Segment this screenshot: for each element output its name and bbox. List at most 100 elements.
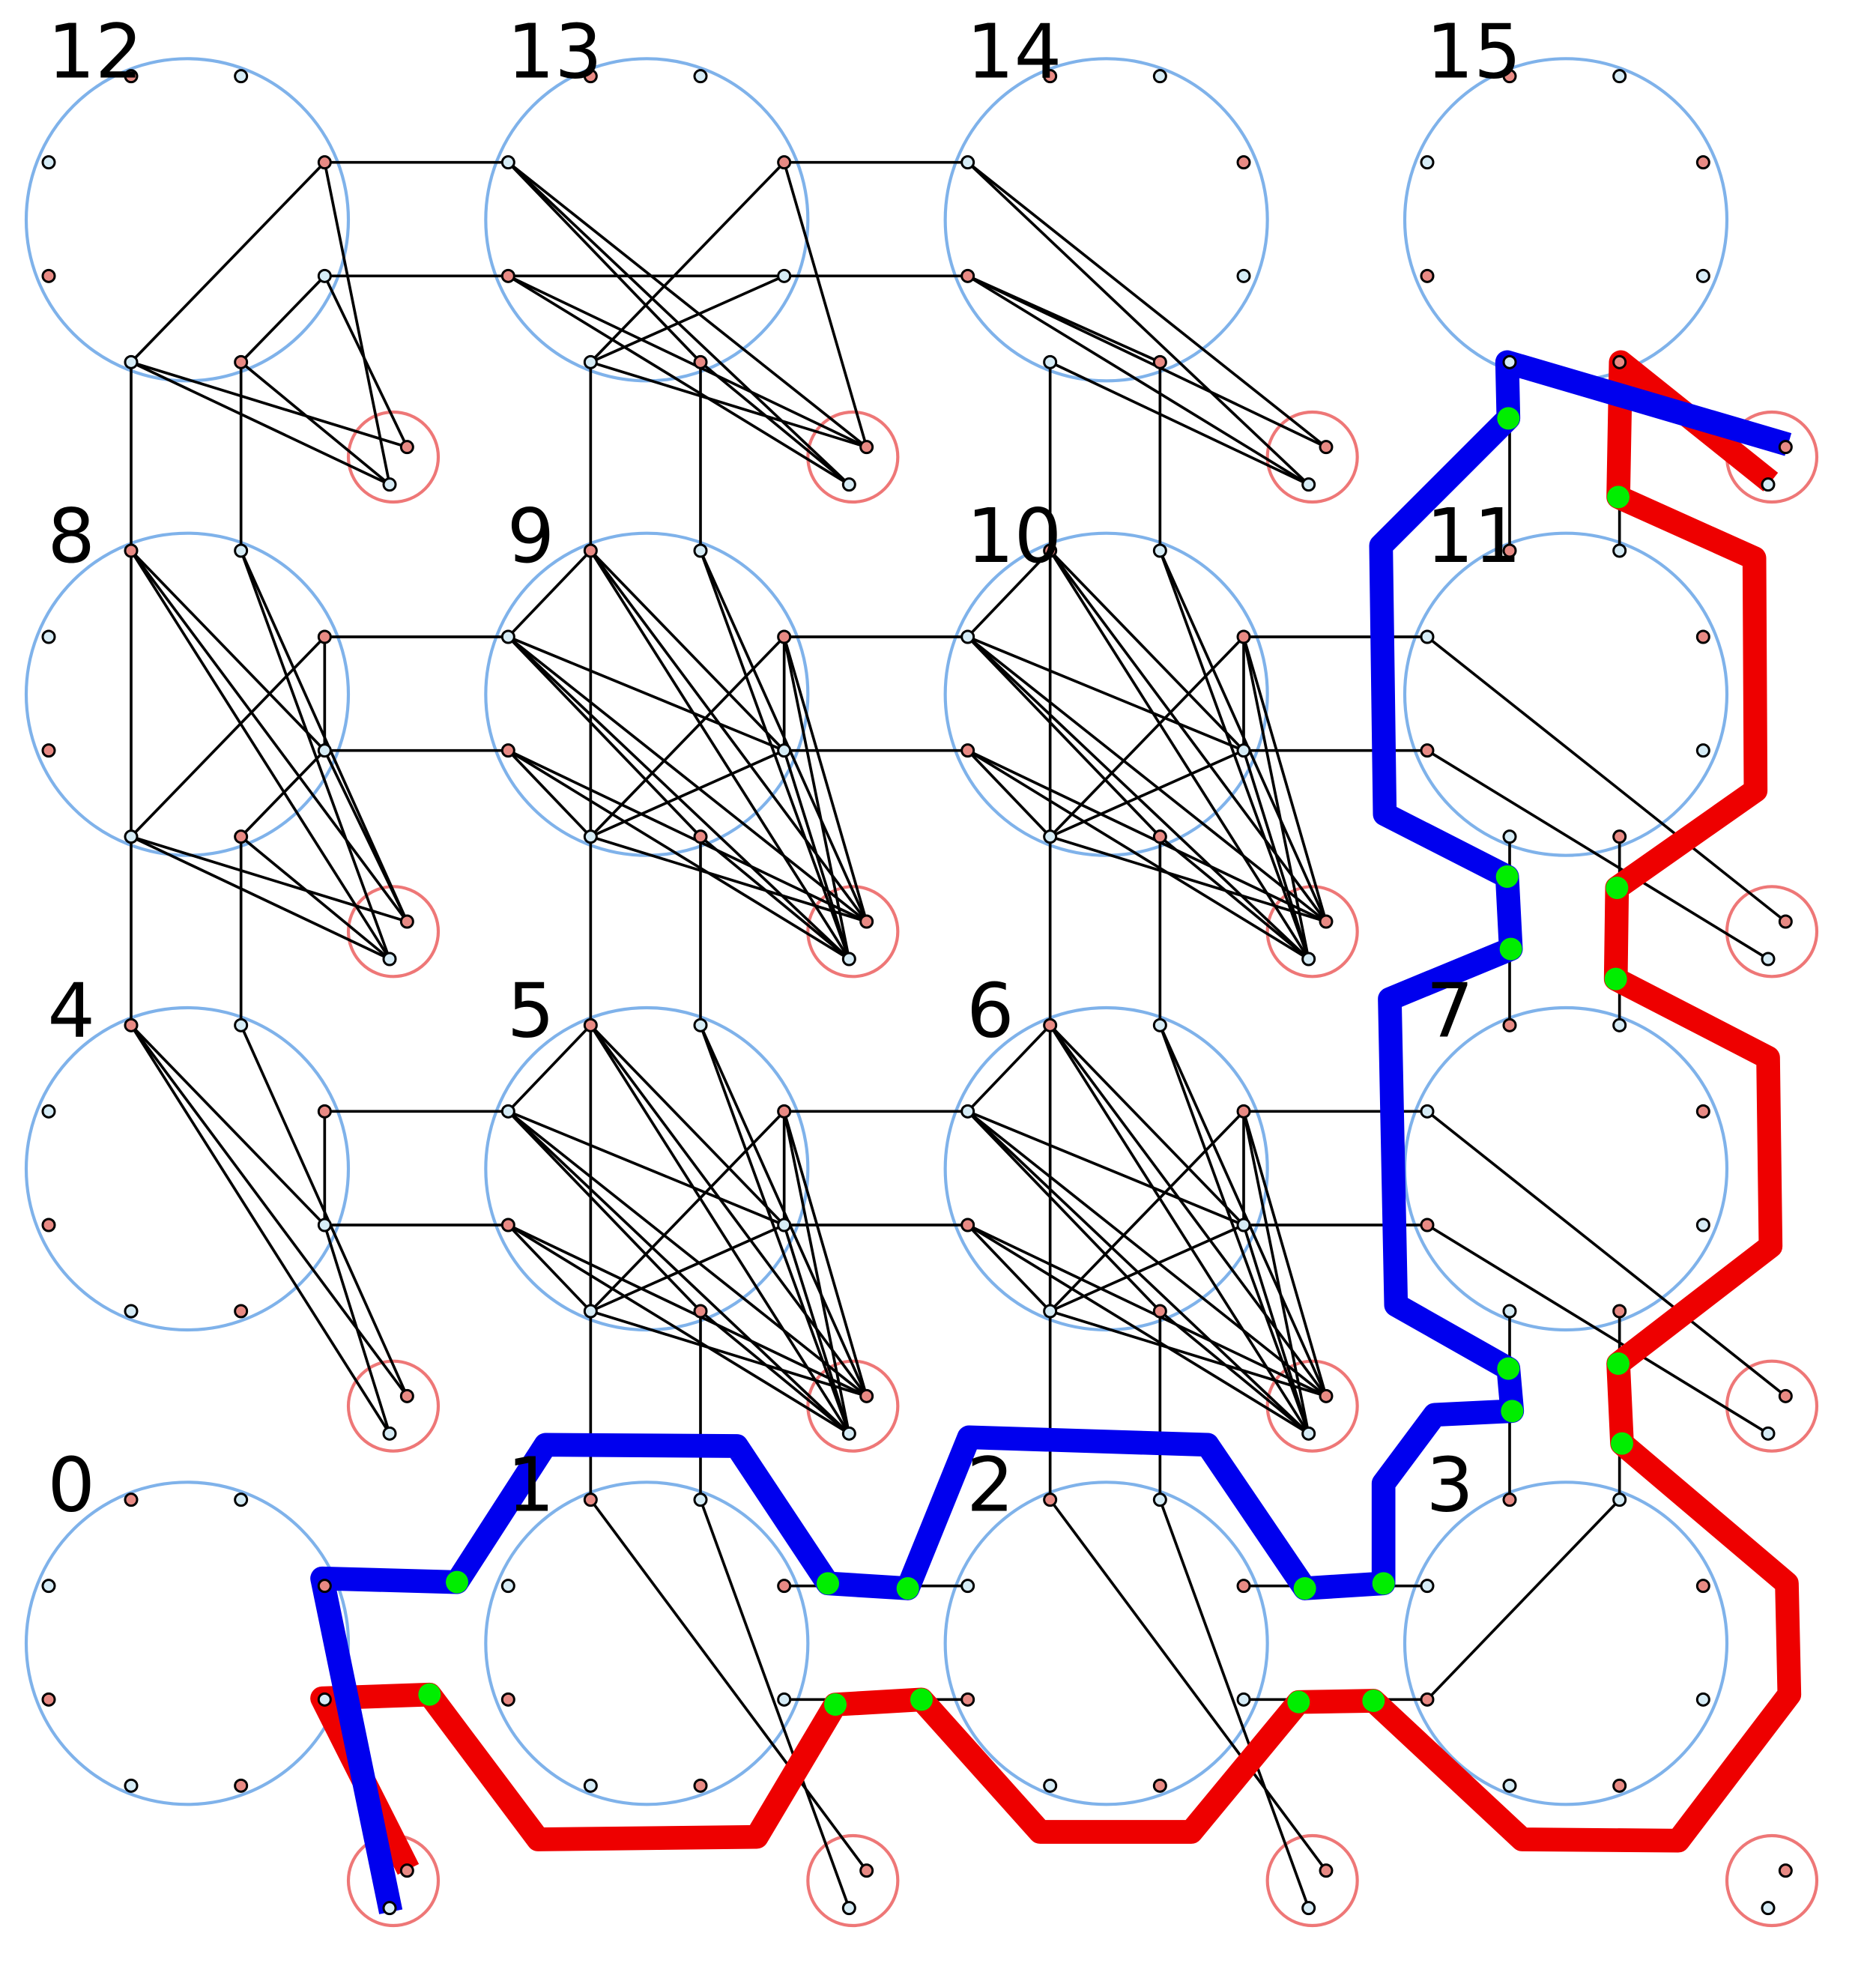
node-blue: [1612, 69, 1627, 84]
edge: [589, 549, 868, 923]
node-red: [1420, 1692, 1435, 1707]
edge: [590, 748, 785, 838]
node-blue: [1152, 1492, 1167, 1507]
path-junction: [1606, 877, 1629, 899]
edge: [1049, 1024, 1245, 1227]
node-red: [1612, 829, 1627, 844]
node-red: [583, 1017, 598, 1032]
node-blue: [841, 1901, 856, 1916]
edge: [130, 161, 326, 363]
node-red: [777, 155, 792, 170]
node-blue: [124, 1778, 139, 1793]
edge: [966, 635, 1328, 923]
edge: [507, 274, 868, 449]
node-red: [1502, 543, 1517, 558]
node-red: [399, 1863, 414, 1878]
edge: [590, 1310, 868, 1398]
edge: [782, 1110, 868, 1397]
edge: [782, 636, 868, 922]
node-red: [859, 1863, 874, 1878]
node-red: [1236, 155, 1251, 170]
cell-label-14: 14: [966, 7, 1062, 95]
node-red: [1612, 1778, 1627, 1793]
bundle-circle-7: [1725, 1359, 1819, 1453]
path-junction: [1501, 1400, 1524, 1423]
edge: [966, 1110, 1244, 1227]
edge: [590, 1110, 785, 1313]
edge: [130, 635, 326, 838]
node-blue: [1236, 743, 1251, 758]
cell-circle-2: [943, 1481, 1269, 1806]
path-junction: [1607, 486, 1630, 509]
node-red: [1695, 1104, 1710, 1119]
edge: [782, 162, 868, 448]
path-junction: [824, 1693, 847, 1716]
edge: [130, 360, 408, 449]
edge: [966, 274, 1327, 449]
edge: [782, 1110, 851, 1434]
edge: [507, 1024, 592, 1113]
node-red: [1420, 1218, 1435, 1233]
edge: [966, 274, 1310, 486]
bundle-circle-14: [1265, 410, 1359, 504]
node-red: [1420, 268, 1435, 283]
node-blue: [500, 1579, 515, 1594]
node-red: [1612, 354, 1627, 369]
edge: [507, 749, 850, 961]
edge: [507, 274, 850, 486]
node-blue: [317, 743, 332, 758]
node-blue: [41, 1104, 56, 1119]
edge: [782, 636, 851, 960]
node-blue: [234, 69, 249, 84]
node-blue: [1152, 69, 1167, 84]
node-red: [500, 1218, 515, 1233]
node-blue: [1043, 1778, 1058, 1793]
node-red: [1236, 1579, 1251, 1594]
cell-circle-6: [943, 1005, 1269, 1332]
edge: [1049, 1110, 1245, 1313]
red-path: [310, 350, 1802, 1875]
edge: [130, 1024, 326, 1227]
node-blue: [777, 1218, 792, 1233]
node-red: [1319, 1863, 1334, 1878]
edge: [507, 1110, 868, 1397]
edge: [966, 1024, 1051, 1113]
node-red: [1502, 69, 1517, 84]
node-red: [777, 1104, 792, 1119]
node-blue: [1043, 1304, 1058, 1319]
node-red: [1043, 543, 1058, 558]
node-blue: [583, 1304, 598, 1319]
cell-circle-14: [943, 57, 1269, 383]
node-blue: [382, 1426, 397, 1441]
edge: [130, 835, 390, 961]
node-red: [234, 1778, 249, 1793]
cell-circles: [24, 57, 1819, 1928]
node-blue: [960, 1104, 975, 1119]
edge: [1426, 1498, 1621, 1701]
edge: [966, 549, 1051, 638]
node-red: [41, 1218, 56, 1233]
edges: [130, 160, 1787, 1909]
node-red: [1319, 440, 1334, 455]
node-blue: [1502, 1304, 1517, 1319]
edge: [1159, 835, 1310, 961]
edge: [966, 1224, 1327, 1397]
path-junction: [817, 1572, 839, 1595]
path-junction: [1362, 1690, 1385, 1712]
edge: [589, 1024, 850, 1435]
node-blue: [1301, 1901, 1316, 1916]
edge: [590, 1224, 785, 1313]
bundle-circle-5: [806, 1359, 900, 1453]
path-junction: [1604, 967, 1627, 990]
node-red: [1043, 1492, 1058, 1507]
node-blue: [500, 155, 515, 170]
edge: [1049, 549, 1328, 923]
edge: [1426, 635, 1787, 923]
node-red: [500, 268, 515, 283]
edge: [966, 635, 1161, 838]
path-junction: [1372, 1572, 1395, 1595]
node-blue: [382, 952, 397, 967]
edge: [590, 835, 868, 923]
node-blue: [124, 829, 139, 844]
edge: [240, 749, 326, 838]
